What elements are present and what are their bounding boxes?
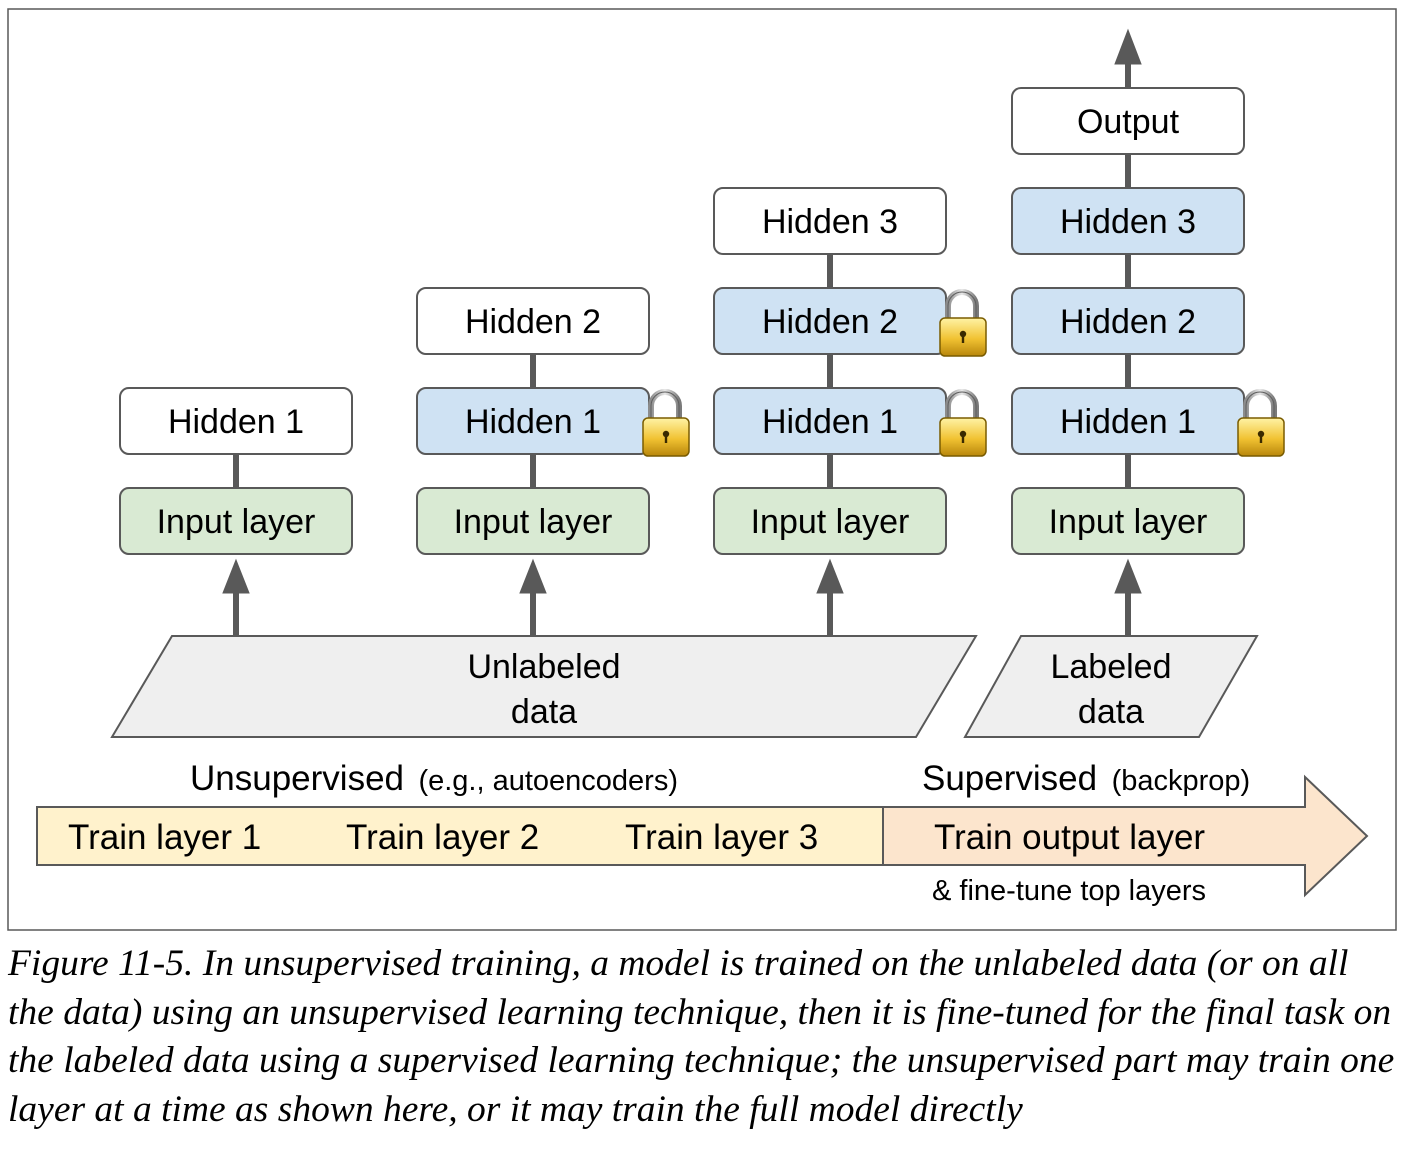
layer-box-shape bbox=[119, 487, 353, 555]
layer-box: Input layer bbox=[1011, 487, 1245, 555]
layer-label: Input layer bbox=[1049, 503, 1208, 541]
step-train-layer-3: Train layer 3 bbox=[625, 818, 818, 857]
layer-label: Output bbox=[1077, 103, 1180, 141]
layer-stacks: Hidden 1 Input layer Hidden 2 Hidden 1 Input… bbox=[119, 28, 1285, 636]
layer-label: Hidden 2 bbox=[465, 303, 601, 341]
layer-label: Hidden 3 bbox=[762, 203, 898, 241]
output-arrow-head bbox=[1114, 28, 1142, 65]
layer-box-shape bbox=[1011, 87, 1245, 155]
labeled-data-label-line1: Labeled bbox=[1050, 648, 1171, 686]
lock-icon bbox=[1237, 389, 1285, 457]
unlabeled-data-shape bbox=[110, 635, 978, 738]
step-fine-tune: & fine-tune top layers bbox=[932, 875, 1206, 907]
layer-box-shape bbox=[1011, 487, 1245, 555]
step-train-layer-2: Train layer 2 bbox=[346, 818, 539, 857]
layer-label: Input layer bbox=[157, 503, 316, 541]
input-arrow-head bbox=[519, 558, 547, 594]
layer-box: Input layer bbox=[119, 487, 353, 555]
layer-label: Hidden 2 bbox=[1060, 303, 1196, 341]
supervised-title: Supervised bbox=[922, 759, 1097, 798]
training-diagram: Unlabeled data Labeled data Hidden 1 Inpu… bbox=[7, 8, 1397, 931]
unsupervised-title: Unsupervised bbox=[190, 759, 404, 798]
layer-box-shape bbox=[1011, 187, 1245, 255]
unlabeled-data-label-line2: data bbox=[511, 693, 577, 731]
input-arrow-head bbox=[222, 558, 250, 594]
layer-label: Hidden 3 bbox=[1060, 203, 1196, 241]
layer-label: Hidden 1 bbox=[1060, 403, 1196, 441]
layer-box-shape bbox=[416, 487, 650, 555]
layer-box: Input layer bbox=[416, 487, 650, 555]
layer-label: Hidden 1 bbox=[168, 403, 304, 441]
layer-label: Input layer bbox=[751, 503, 910, 541]
stack-1: Hidden 1 Input layer bbox=[119, 387, 353, 636]
stack-3: Hidden 3 Hidden 2 Hidden 1 Input layer bbox=[713, 187, 987, 636]
supervised-heading: Supervised (backprop) bbox=[922, 759, 1250, 798]
layer-box: Output bbox=[1011, 87, 1245, 155]
lock-icon bbox=[939, 289, 987, 357]
layer-box: Hidden 3 bbox=[1011, 187, 1245, 255]
supervised-note: (backprop) bbox=[1112, 765, 1251, 797]
figure-caption: Figure 11-5. In unsupervised training, a… bbox=[8, 943, 1395, 1130]
layer-box: Hidden 1 bbox=[1011, 387, 1245, 455]
figure-frame bbox=[7, 8, 1397, 931]
input-arrow-head bbox=[1114, 558, 1142, 594]
layer-box-shape bbox=[1011, 287, 1245, 355]
layer-box-shape bbox=[713, 487, 947, 555]
layer-label: Hidden 2 bbox=[762, 303, 898, 341]
labeled-data-label-line2: data bbox=[1078, 693, 1144, 731]
layer-box: Hidden 1 bbox=[416, 387, 650, 455]
layer-box: Hidden 2 bbox=[713, 287, 947, 355]
layer-box-shape bbox=[416, 287, 650, 355]
layer-box: Hidden 2 bbox=[1011, 287, 1245, 355]
lock-icon bbox=[939, 389, 987, 457]
labeled-data-shape bbox=[963, 635, 1259, 738]
step-train-layer-1: Train layer 1 bbox=[68, 818, 261, 857]
unlabeled-data-label-line1: Unlabeled bbox=[467, 648, 620, 686]
supervised-band-arrow bbox=[882, 774, 1369, 898]
stack-2: Hidden 2 Hidden 1 Input layer bbox=[416, 287, 690, 636]
layer-box: Input layer bbox=[713, 487, 947, 555]
unsupervised-band bbox=[36, 806, 884, 866]
unsupervised-heading: Unsupervised (e.g., autoencoders) bbox=[190, 759, 678, 798]
layer-label: Hidden 1 bbox=[762, 403, 898, 441]
input-arrow-head bbox=[816, 558, 844, 594]
lock-icon bbox=[642, 389, 690, 457]
layer-box-shape bbox=[713, 187, 947, 255]
layer-box: Hidden 1 bbox=[713, 387, 947, 455]
unsupervised-note: (e.g., autoencoders) bbox=[418, 765, 678, 797]
layer-box: Hidden 1 bbox=[119, 387, 353, 455]
step-train-output-layer: Train output layer bbox=[934, 818, 1205, 857]
layer-label: Hidden 1 bbox=[465, 403, 601, 441]
layer-box-shape bbox=[119, 387, 353, 455]
layer-box: Hidden 2 bbox=[416, 287, 650, 355]
layer-label: Input layer bbox=[454, 503, 613, 541]
layer-box: Hidden 3 bbox=[713, 187, 947, 255]
